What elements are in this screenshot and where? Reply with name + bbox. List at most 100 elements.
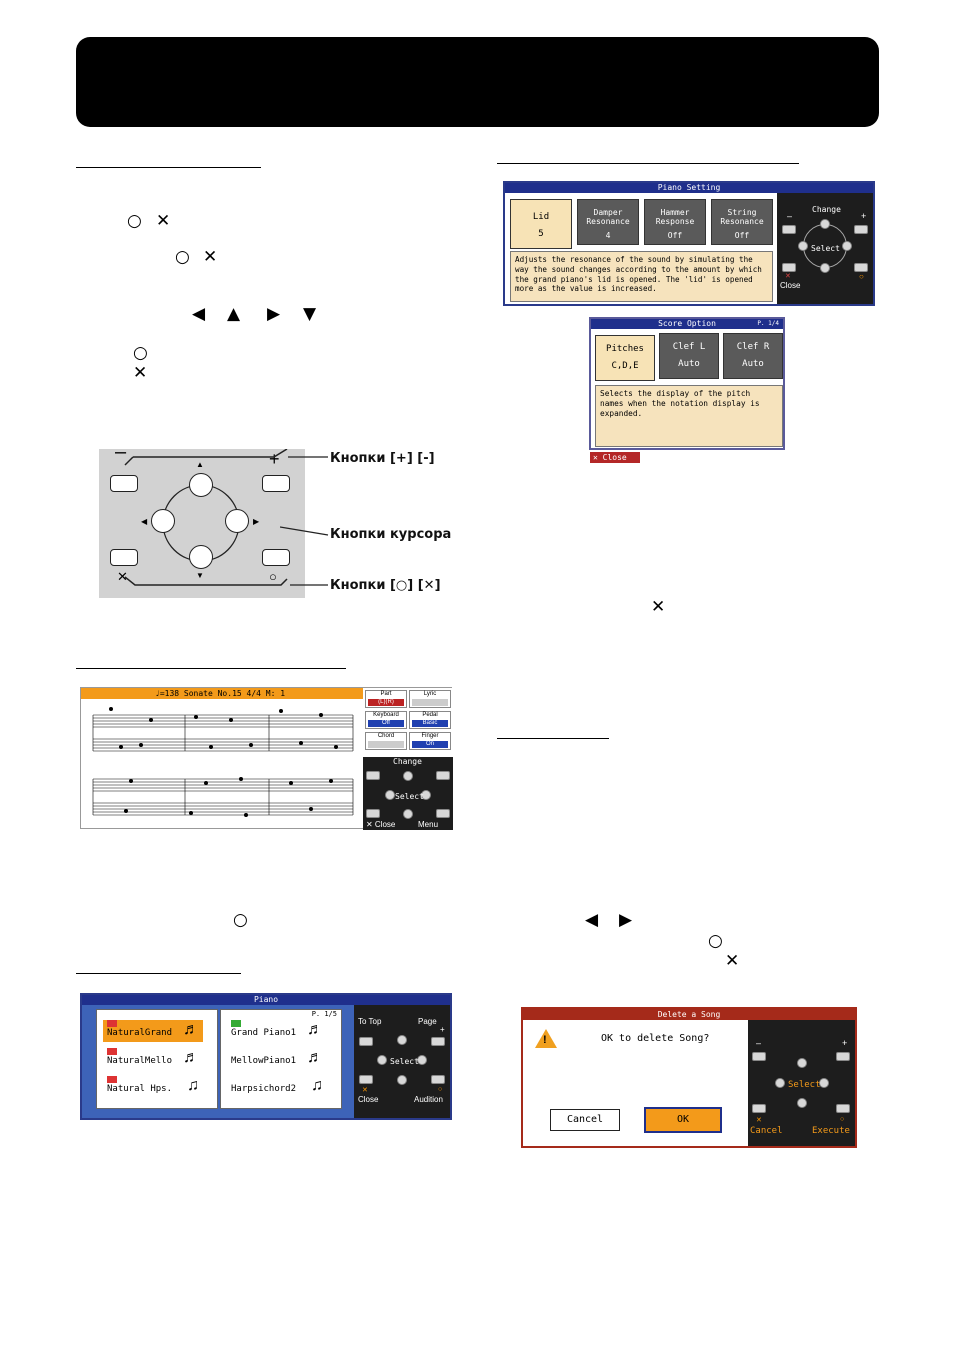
cursor-down-button[interactable] <box>403 809 413 819</box>
tab-pitches[interactable]: Pitches C,D,E <box>595 335 655 381</box>
tone-tag-icon <box>107 1048 117 1055</box>
close-label: ✕ Close <box>366 820 396 829</box>
tab-label: Hammer Response <box>655 208 695 226</box>
cursor-left-button[interactable] <box>775 1078 785 1088</box>
cursor-up-button[interactable] <box>797 1058 807 1068</box>
cursor-left-button[interactable] <box>798 241 808 251</box>
tone-item[interactable]: Grand Piano1♬ <box>227 1020 327 1042</box>
cursor-left-button[interactable] <box>385 790 395 800</box>
cross-button[interactable] <box>366 809 380 818</box>
cross-button[interactable] <box>782 263 796 272</box>
notation-screen: ♩=138 Sonate No.15 4/4 M: 1 Part(L)(R) L… <box>80 687 453 830</box>
tone-name: NaturalGrand <box>107 1028 173 1038</box>
plus-button[interactable] <box>436 771 450 780</box>
cursor-down-button[interactable] <box>397 1075 407 1085</box>
circle-icon: ○ <box>438 1086 443 1093</box>
cursor-right-button[interactable] <box>842 241 852 251</box>
tab-lid[interactable]: Lid 5 <box>510 199 572 249</box>
circle-button[interactable] <box>436 809 450 818</box>
tone-name: Harpsichord2 <box>231 1084 297 1094</box>
page-button[interactable] <box>431 1037 445 1046</box>
plus-button[interactable] <box>836 1052 850 1061</box>
circle-label: ○ <box>269 569 277 584</box>
tab-label: Clef L <box>672 342 706 352</box>
button-panel-diagram: – + ▲ ◀ ▶ ▼ ✕ ○ <box>99 441 305 598</box>
circle-button[interactable] <box>854 263 868 272</box>
cursor-down-button[interactable] <box>189 545 213 569</box>
cursor-left-symbol: ◀ <box>585 910 599 930</box>
cell-part[interactable]: Part(L)(R) <box>365 690 407 708</box>
circle-button[interactable] <box>262 549 290 566</box>
tone-item[interactable]: NaturalMello♬ <box>103 1048 203 1070</box>
cell-label: Pedal <box>422 712 438 718</box>
cell-lyric[interactable]: Lyric <box>409 690 451 708</box>
audition-button[interactable] <box>431 1075 445 1084</box>
tone-item[interactable]: Natural Hps.♫ <box>103 1076 203 1098</box>
to-top-button[interactable] <box>359 1037 373 1046</box>
cursor-down-button[interactable] <box>797 1098 807 1108</box>
plus-button[interactable] <box>854 225 868 234</box>
circle-icon: ○ <box>840 1116 845 1123</box>
cross-button[interactable] <box>110 549 138 566</box>
close-label: Close <box>780 281 801 290</box>
tab-clef-r[interactable]: Clef R Auto <box>723 333 783 379</box>
tone-page-left: NaturalGrand♬ NaturalMello♬ Natural Hps.… <box>96 1009 218 1109</box>
minus-button[interactable] <box>782 225 796 234</box>
cancel-button[interactable] <box>752 1104 766 1113</box>
right-arrow-icon: ▶ <box>253 517 260 526</box>
circle-button-symbol: ○ <box>708 931 723 951</box>
cursor-down-button[interactable] <box>820 263 830 273</box>
ok-button[interactable]: OK <box>644 1107 722 1133</box>
tone-tag-icon <box>107 1076 117 1083</box>
tone-item[interactable]: Harpsichord2♫ <box>227 1076 327 1098</box>
circle-button-symbol: ○ <box>175 247 190 267</box>
tab-damper-resonance[interactable]: Damper Resonance 4 <box>577 199 639 245</box>
control-panel: Change – + Select ✕ Close ○ <box>777 193 873 304</box>
cursor-up-button[interactable] <box>820 219 830 229</box>
cursor-right-button[interactable] <box>819 1078 829 1088</box>
minus-label: – <box>115 441 127 463</box>
cursor-right-symbol: ▶ <box>267 304 281 324</box>
tone-item[interactable]: MellowPiano1♬ <box>227 1048 327 1070</box>
cross-button-symbol: ✕ <box>651 597 666 617</box>
cursor-right-button[interactable] <box>417 1055 427 1065</box>
select-label: Select <box>811 244 840 253</box>
cancel-button[interactable]: Cancel <box>550 1109 620 1131</box>
cursor-up-button[interactable] <box>403 771 413 781</box>
cross-icon: ✕ <box>756 1117 762 1124</box>
heading-underline <box>497 163 799 164</box>
tab-hammer-response[interactable]: Hammer Response Off <box>644 199 706 245</box>
cross-button-symbol: ✕ <box>203 247 218 267</box>
cursor-up-button[interactable] <box>397 1035 407 1045</box>
cursor-right-button[interactable] <box>225 509 249 533</box>
tab-string-resonance[interactable]: String Resonance Off <box>711 199 773 245</box>
screen-title-text: Score Option <box>658 319 716 328</box>
cell-chord[interactable]: Chord <box>365 732 407 750</box>
minus-button[interactable] <box>366 771 380 780</box>
cursor-up-button[interactable] <box>189 473 213 497</box>
up-arrow-icon: ▲ <box>196 460 204 469</box>
callout-cursor: Кнопки курсора <box>330 527 452 542</box>
tab-label: Lid <box>532 212 550 222</box>
tone-item[interactable]: NaturalGrand♬ <box>103 1020 203 1042</box>
minus-button[interactable] <box>752 1052 766 1061</box>
minus-button[interactable] <box>110 475 138 492</box>
tab-value: C,D,E <box>611 361 639 371</box>
dialog-message: OK to delete Song? <box>601 1033 710 1044</box>
control-panel: Change Select ✕ Close Menu <box>363 757 453 830</box>
tone-name: Natural Hps. <box>107 1084 173 1094</box>
close-button[interactable] <box>359 1075 373 1084</box>
cursor-left-button[interactable] <box>151 509 175 533</box>
cursor-left-button[interactable] <box>377 1055 387 1065</box>
tab-clef-l[interactable]: Clef L Auto <box>659 333 719 379</box>
minus-label: – <box>756 1038 762 1048</box>
cursor-right-button[interactable] <box>421 790 431 800</box>
execute-button[interactable] <box>836 1104 850 1113</box>
close-button[interactable]: ✕ Close <box>590 452 640 463</box>
plus-button[interactable] <box>262 475 290 492</box>
execute-label: Execute <box>812 1126 850 1136</box>
